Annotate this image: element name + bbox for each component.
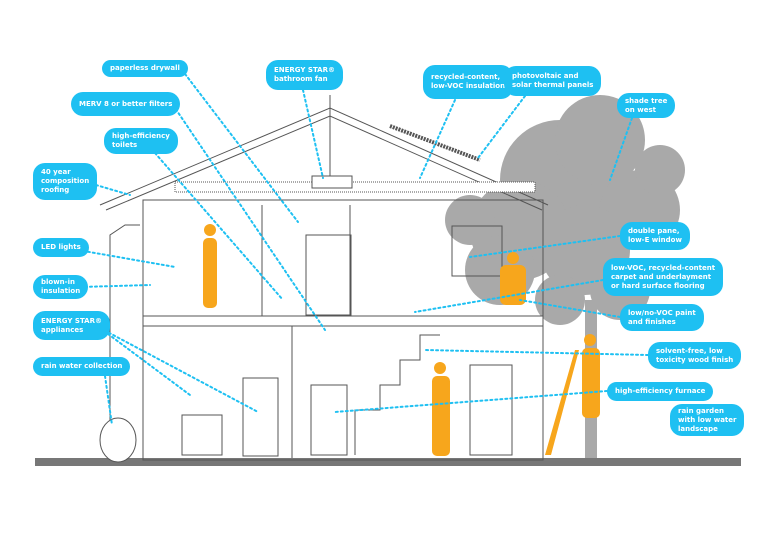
- walls: [99, 199, 544, 463]
- leader-lines: [77, 69, 649, 426]
- callout-solar: photovoltaic and solar thermal panels: [504, 66, 602, 96]
- callout-rain-water: rain water collection: [33, 357, 131, 376]
- callout-flooring: low-VOC, recycled-content carpet and und…: [603, 258, 724, 296]
- callout-blown-in: blown-in insulation: [33, 275, 89, 299]
- callout-insulation: recycled-content, low-VOC insulation: [423, 65, 514, 99]
- callout-rain-garden: rain garden with low water landscape: [670, 404, 745, 436]
- callout-roofing: 40 year composition roofing: [33, 163, 97, 200]
- callout-shade-tree: shade tree on west: [617, 93, 676, 118]
- callout-paint: low/no-VOC paint and finishes: [620, 304, 704, 331]
- callout-bathroom-fan: ENERGY STAR® bathroom fan: [266, 60, 343, 90]
- callout-appliances: ENERGY STAR® appliances: [33, 311, 110, 340]
- callout-window: double pane, low-E window: [620, 222, 690, 250]
- ground: [35, 458, 741, 466]
- callout-paperless-drywall: paperless drywall: [102, 60, 188, 77]
- callout-furnace: high-efficiency furnace: [607, 382, 714, 401]
- callout-led-lights: LED lights: [33, 238, 89, 257]
- callout-wood-finish: solvent-free, low toxicity wood finish: [648, 342, 742, 369]
- callout-toilets: high-efficiency toilets: [104, 128, 178, 154]
- people: [203, 224, 600, 456]
- callout-merv-filters: MERV 8 or better filters: [71, 92, 181, 116]
